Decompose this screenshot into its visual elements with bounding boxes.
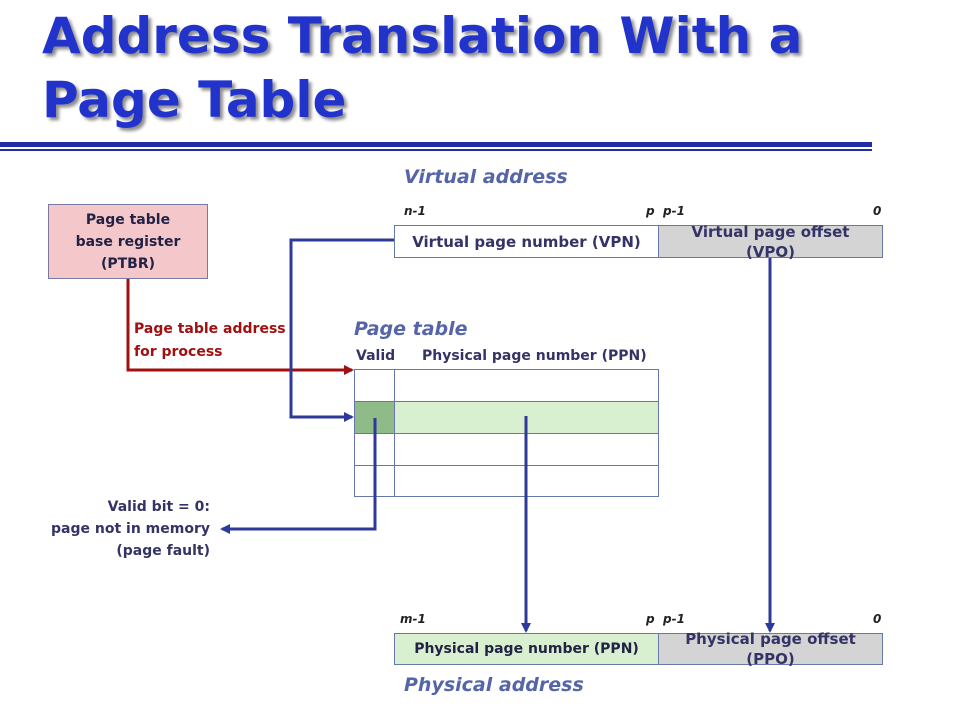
physical-address-label: Physical address	[404, 674, 584, 696]
ppn-column-header: Physical page number (PPN)	[422, 348, 647, 364]
pa-bit-m1: m-1	[400, 612, 426, 626]
valid-note-line-3: (page fault)	[116, 543, 210, 559]
valid-column-header: Valid	[356, 348, 396, 364]
pa-bit-p: p	[646, 612, 655, 626]
va-bit-n1: n-1	[404, 204, 426, 218]
page-table-label: Page table	[354, 318, 468, 340]
ppn-field: Physical page number (PPN)	[394, 633, 659, 665]
slide-title: Address Translation With a Page Table	[42, 4, 802, 132]
va-bit-p1: p-1	[663, 204, 685, 218]
pa-bit-0: 0	[873, 612, 882, 626]
ptbr-line-3: (PTBR)	[100, 255, 156, 272]
valid-note-line-1: Valid bit = 0:	[107, 499, 210, 515]
title-line-2: Page Table	[42, 71, 347, 129]
ppn-label: Physical page number (PPN)	[414, 641, 639, 657]
virtual-address-label: Virtual address	[404, 166, 568, 188]
ppo-label-line-1: Physical page offset	[685, 630, 856, 648]
page-table-address-line-1: Page table address	[134, 321, 286, 337]
title-rule-thin	[0, 149, 872, 151]
ppo-field: Physical page offset (PPO)	[658, 630, 883, 668]
vpn-field: Virtual page number (VPN)	[394, 225, 659, 258]
ptbr-to-page-table-arrow	[126, 279, 354, 375]
ppo-label-line-2: (PPO)	[746, 650, 795, 668]
page-table-address-line-2: for process	[134, 344, 223, 360]
vpn-to-pte-arrow	[289, 238, 394, 422]
title-rule	[0, 142, 872, 147]
page-table-address-label: Page table address for process	[134, 318, 286, 364]
valid-bit-to-fault-arrow	[220, 418, 377, 534]
vpo-label-line-1: Virtual page offset	[691, 222, 850, 241]
title-line-1: Address Translation With a	[42, 7, 803, 65]
va-bit-p: p	[646, 204, 655, 218]
ptbr-box: Page table base register (PTBR)	[48, 204, 208, 279]
vpo-label-line-2: (VPO)	[745, 242, 796, 261]
vpn-label: Virtual page number (VPN)	[412, 232, 641, 251]
ptbr-line-2: base register	[75, 233, 181, 250]
valid-note-line-2: page not in memory	[51, 521, 210, 537]
valid-bit-note: Valid bit = 0: page not in memory (page …	[30, 496, 210, 562]
vpo-field: Virtual page offset (VPO)	[658, 222, 883, 261]
ptbr-line-1: Page table	[85, 211, 171, 228]
pa-bit-p1: p-1	[663, 612, 685, 626]
va-bit-0: 0	[873, 204, 882, 218]
